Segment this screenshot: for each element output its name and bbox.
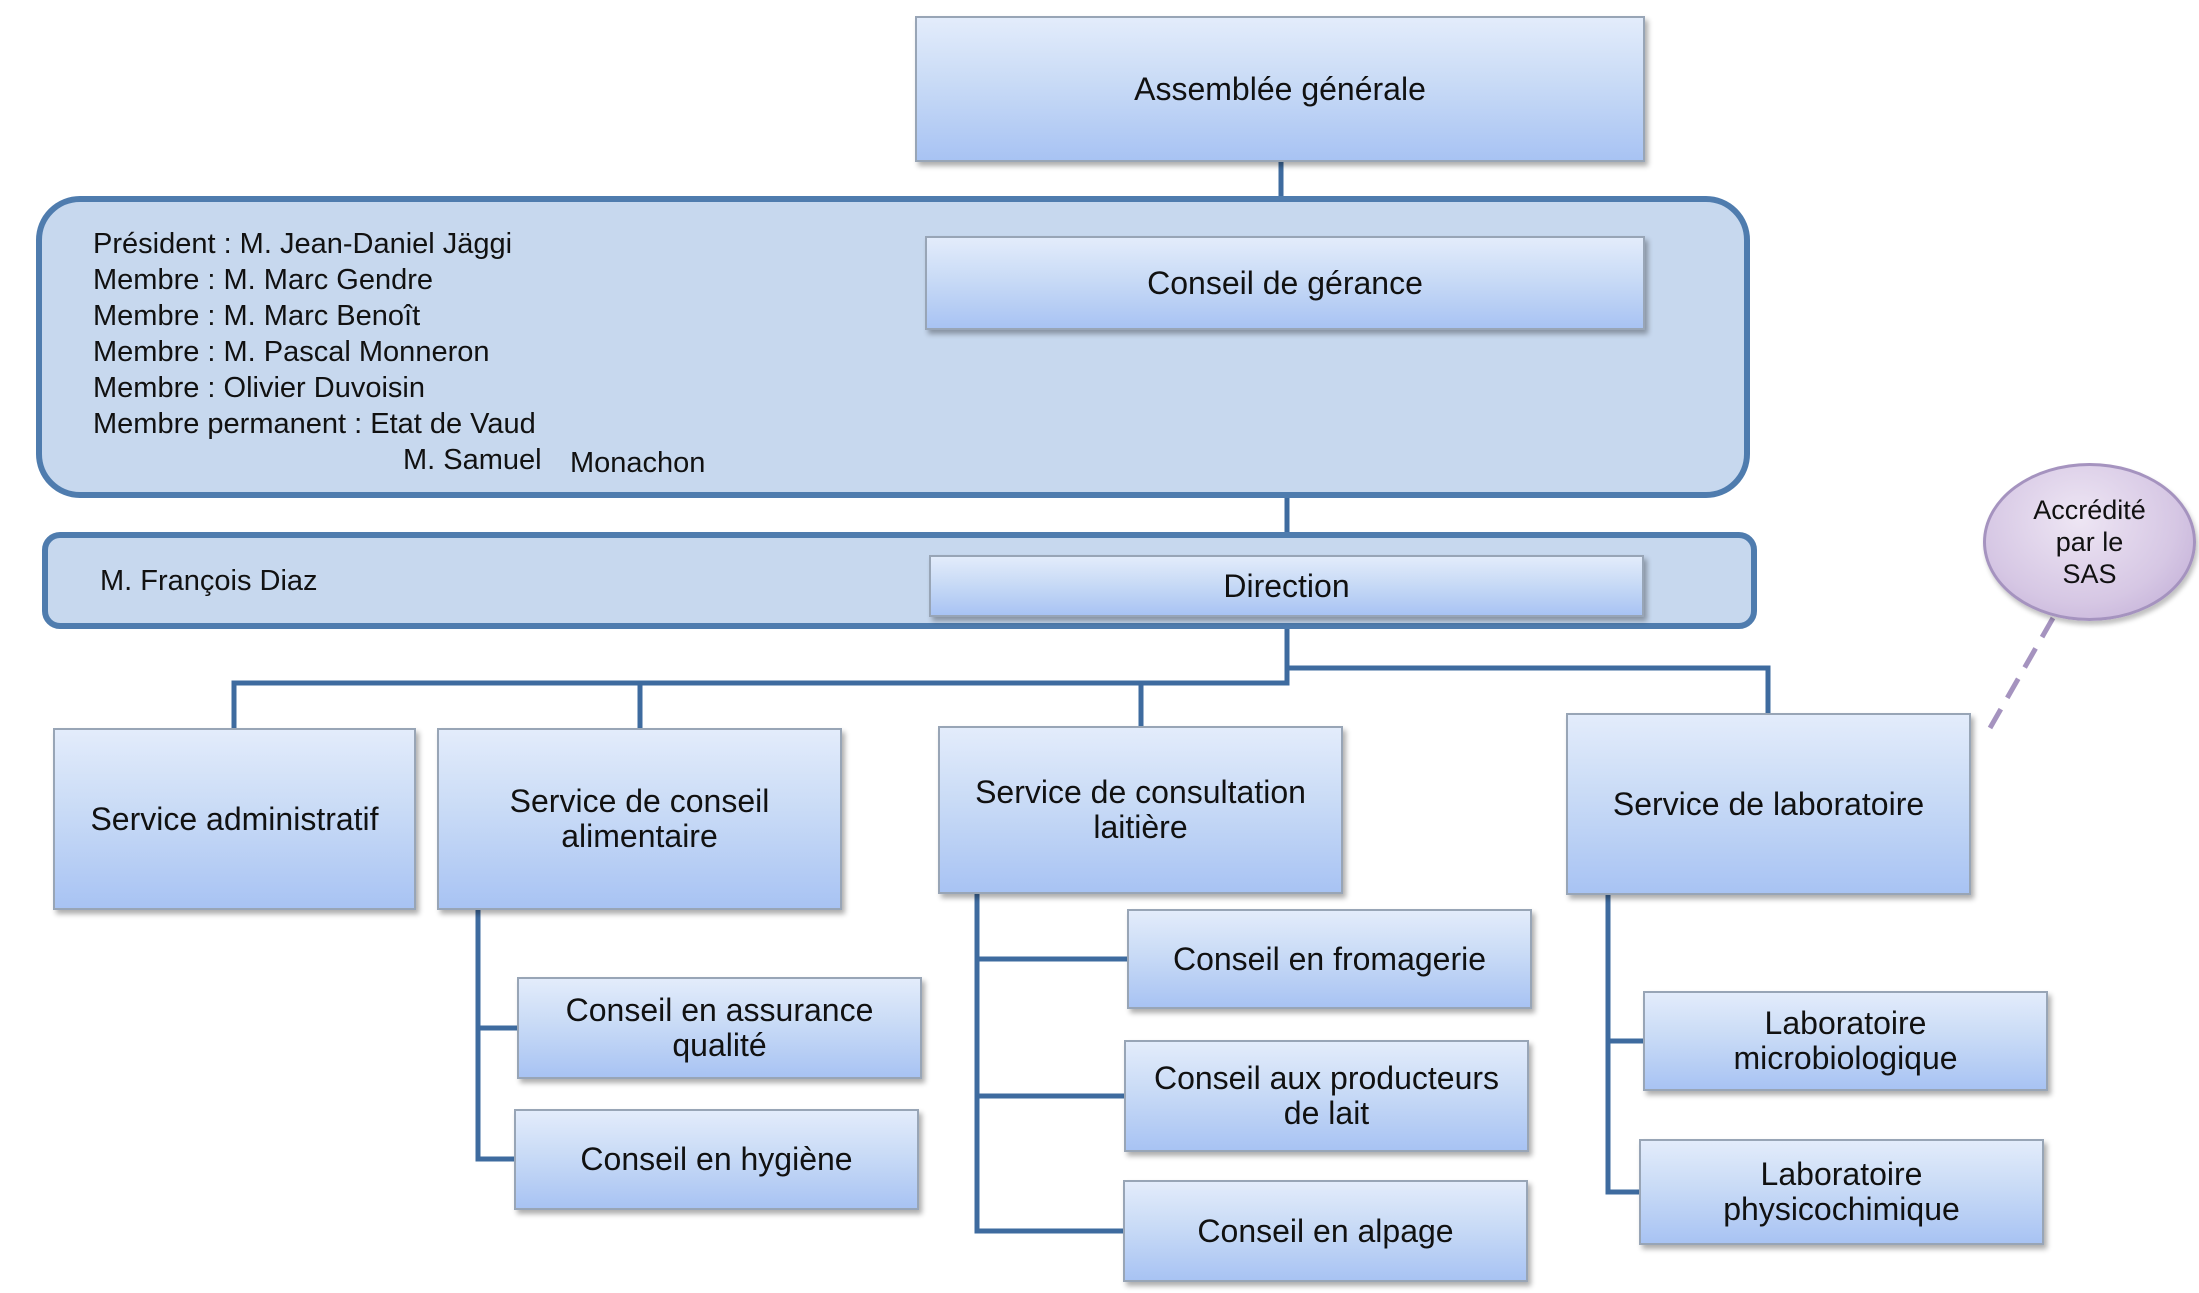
direction-person: M. François Diaz — [100, 565, 318, 597]
member-line: Membre permanent : Etat de Vaud — [93, 408, 536, 440]
conseil-alpage-box: Conseil en alpage — [1123, 1180, 1528, 1282]
member-line-firstname: M. Samuel — [403, 444, 542, 476]
conseil-hygiene-box: Conseil en hygiène — [514, 1109, 919, 1210]
service-laboratoire-box: Service de laboratoire — [1566, 713, 1971, 895]
service-conseil-alimentaire-box: Service de conseil alimentaire — [437, 728, 842, 910]
member-line-lastname: Monachon — [570, 447, 706, 479]
assemblee-generale-box: Assemblée générale — [915, 16, 1645, 162]
direction-box: Direction — [929, 555, 1644, 617]
conseil-de-gerance-box: Conseil de gérance — [925, 236, 1645, 330]
member-line: Membre : M. Marc Benoît — [93, 300, 421, 332]
member-line: Membre : Olivier Duvoisin — [93, 372, 425, 404]
member-line: Membre : M. Pascal Monneron — [93, 336, 490, 368]
accreditation-dashed-link — [1987, 616, 2056, 730]
laboratoire-physicochimique-box: Laboratoire physicochimique — [1639, 1139, 2044, 1245]
member-line: Membre : M. Marc Gendre — [93, 264, 434, 296]
conseil-fromagerie-box: Conseil en fromagerie — [1127, 909, 1532, 1009]
service-consultation-laitiere-box: Service de consultation laitière — [938, 726, 1343, 894]
accreditation-bubble: Accrédité par le SAS — [1983, 463, 2196, 621]
service-administratif-box: Service administratif — [53, 728, 416, 910]
conseil-producteurs-lait-box: Conseil aux producteurs de lait — [1124, 1040, 1529, 1152]
conseil-assurance-qualite-box: Conseil en assurance qualité — [517, 977, 922, 1079]
laboratoire-microbiologique-box: Laboratoire microbiologique — [1643, 991, 2048, 1091]
member-line: Président : M. Jean-Daniel Jäggi — [93, 228, 513, 260]
